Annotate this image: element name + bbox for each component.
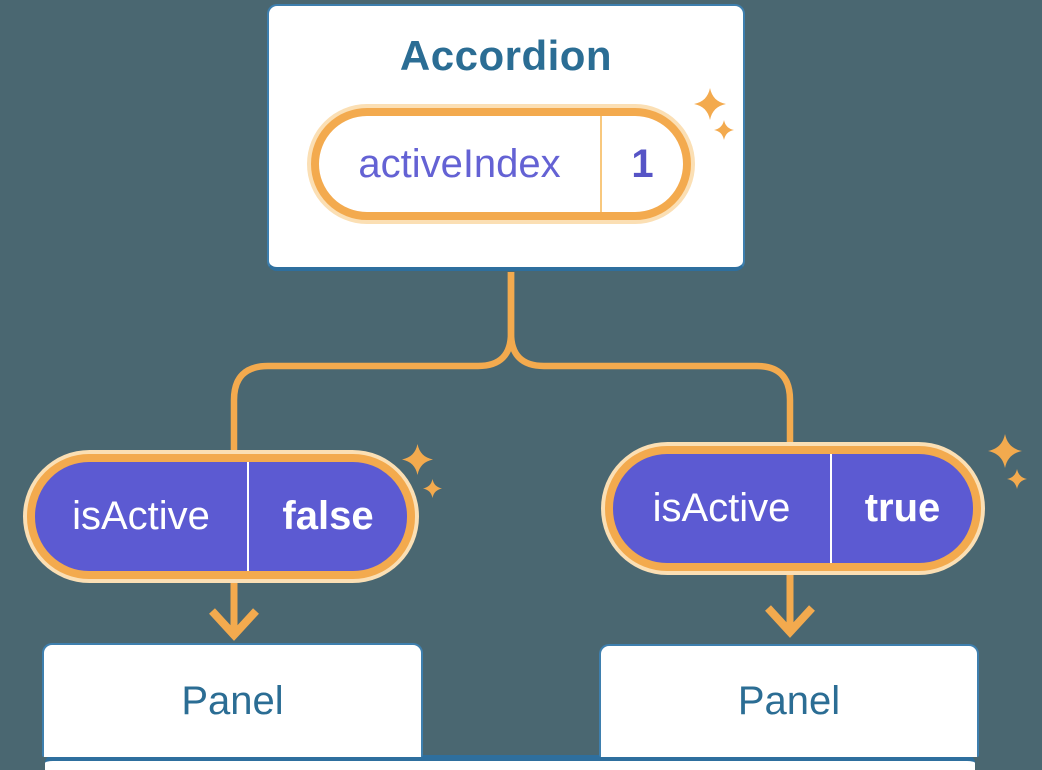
- state-name-label: activeIndex: [358, 141, 561, 186]
- branch-line-left: [230, 272, 515, 458]
- prop-name-label: isActive: [652, 486, 791, 530]
- pill-divider: [247, 462, 249, 571]
- branch-line-right: [507, 272, 794, 452]
- pill-divider: [600, 116, 602, 212]
- state-value-label: 1: [631, 141, 654, 186]
- arrow-down-icon: [765, 605, 815, 638]
- sparkle-icon: [1007, 469, 1027, 489]
- state-pill-activeindex: activeIndex 1: [307, 104, 695, 224]
- prop-name-label: isActive: [72, 494, 210, 538]
- sparkle-icon: [714, 120, 734, 140]
- sparkle-icon: [694, 88, 726, 120]
- accordion-title: Accordion: [399, 32, 613, 79]
- sparkle-icon: [988, 434, 1022, 468]
- bottom-edge-card: [45, 755, 975, 770]
- prop-value-label: false: [282, 494, 374, 538]
- prop-value-label: true: [864, 486, 941, 530]
- arrow-down-icon: [209, 608, 259, 641]
- panel-card-right: Panel: [599, 644, 979, 757]
- sparkle-icon: [423, 479, 442, 498]
- prop-pill-isactive-true: isActive true: [601, 442, 985, 575]
- prop-pill-isactive-false: isActive false: [23, 450, 419, 583]
- panel-card-left: Panel: [42, 643, 423, 757]
- sparkle-icon: [402, 444, 433, 475]
- pill-divider: [830, 454, 832, 563]
